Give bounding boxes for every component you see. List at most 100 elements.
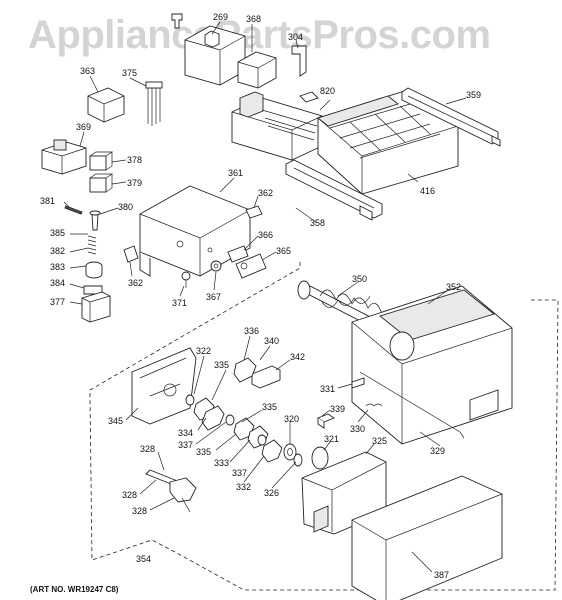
label-328-bottom: 328: [132, 506, 147, 516]
blade-334-part: [201, 405, 225, 431]
auger-350-part: [297, 280, 383, 327]
crusher-cover-325-part: [301, 451, 387, 535]
bracket-363-part: [87, 87, 125, 123]
blade-336-part: [233, 357, 257, 383]
label-336: 336: [244, 326, 259, 336]
label-329: 329: [430, 446, 445, 456]
seal-321-part: [311, 446, 329, 470]
dispenser-cover-387-part: [351, 475, 503, 600]
label-367: 367: [206, 292, 221, 302]
rail-359-part: [401, 87, 501, 147]
spring-382-part: [87, 235, 97, 255]
label-320: 320: [284, 414, 299, 424]
washer-337-lower-part: [257, 434, 267, 446]
pin-380-part: [89, 210, 101, 231]
clip-362-lower-part: [123, 245, 139, 263]
label-371: 371: [172, 298, 187, 308]
label-381: 381: [40, 196, 55, 206]
part-378: [89, 151, 114, 171]
nut-367-part: [210, 260, 222, 272]
bracket-342-part: [251, 365, 281, 389]
label-361: 361: [228, 168, 243, 178]
label-387: 387: [434, 570, 449, 580]
housing-361-part: [139, 185, 251, 277]
washer-322-part: [185, 394, 195, 406]
label-379: 379: [127, 178, 142, 188]
label-378: 378: [127, 155, 142, 165]
washer-337-upper-part: [225, 414, 235, 426]
rod-329-part: [359, 371, 465, 439]
art-number: (ART NO. WR19247 C8): [30, 585, 119, 594]
ice-bucket-416-part: [317, 89, 459, 195]
label-326: 326: [264, 488, 279, 498]
ice-maker-cover-368-part: [237, 51, 277, 89]
label-362-lower: 362: [128, 278, 143, 288]
label-358: 358: [310, 218, 325, 228]
bracket-377-part: [81, 291, 111, 323]
label-352: 352: [446, 282, 461, 292]
label-269: 269: [213, 12, 228, 22]
screw-371-part: [181, 271, 191, 288]
blade-332-part: [261, 439, 283, 463]
label-416: 416: [420, 186, 435, 196]
label-384: 384: [50, 278, 65, 288]
label-335-mid: 335: [262, 402, 277, 412]
label-339: 339: [330, 404, 345, 414]
label-820: 820: [320, 86, 335, 96]
label-330: 330: [350, 424, 365, 434]
label-385: 385: [50, 228, 65, 238]
part-331: [351, 377, 365, 389]
label-369: 369: [76, 122, 91, 132]
wire-harness-375-part: [145, 81, 163, 126]
crusher-housing-345-part: [131, 347, 197, 425]
ice-maker-820-part: [231, 91, 323, 161]
bracket-365-part: [235, 253, 267, 279]
label-368: 368: [246, 14, 261, 24]
label-375: 375: [122, 68, 137, 78]
label-363: 363: [80, 66, 95, 76]
ice-maker-bracket-part: [171, 13, 246, 86]
label-335-upper: 335: [214, 360, 229, 370]
label-332: 332: [236, 482, 251, 492]
label-321: 321: [324, 434, 339, 444]
label-383: 383: [50, 262, 65, 272]
label-365: 365: [276, 246, 291, 256]
label-304: 304: [288, 32, 303, 42]
label-345: 345: [108, 416, 123, 426]
leader-lines: [63, 21, 467, 573]
assembly-boundary-dashed: [89, 262, 559, 591]
spring-330-part: [365, 403, 383, 407]
part-labels: 269 368 304 363 375 820 359 369 378 379 …: [40, 12, 481, 580]
label-382: 382: [50, 246, 65, 256]
label-377: 377: [50, 297, 65, 307]
label-380: 380: [118, 202, 133, 212]
pin-381-part: [64, 205, 83, 215]
label-333: 333: [214, 458, 229, 468]
label-354: 354: [136, 554, 151, 564]
label-325: 325: [372, 436, 387, 446]
label-366: 366: [258, 230, 273, 240]
ice-container-352-part: [351, 285, 513, 445]
part-383-part: [85, 261, 103, 279]
part-339: [317, 413, 335, 429]
label-337-lower: 337: [232, 468, 247, 478]
label-359: 359: [466, 90, 481, 100]
label-362-upper: 362: [258, 188, 273, 198]
label-331: 331: [320, 384, 335, 394]
washer-326-part: [293, 453, 303, 467]
bracket-366-part: [227, 245, 249, 263]
part-304: [291, 45, 307, 77]
rail-358-part: [285, 159, 383, 221]
part-379: [89, 173, 114, 193]
solenoid-369-part: [41, 139, 87, 175]
label-340: 340: [264, 336, 279, 346]
watermark-text: AppliancePartsPros.com: [28, 13, 491, 57]
label-335-lower: 335: [196, 447, 211, 457]
label-334: 334: [178, 428, 193, 438]
label-328-mid: 328: [122, 490, 137, 500]
actuator-328-part: [145, 469, 197, 513]
label-337-upper: 337: [178, 440, 193, 450]
label-350: 350: [352, 274, 367, 284]
label-328-top: 328: [140, 444, 155, 454]
